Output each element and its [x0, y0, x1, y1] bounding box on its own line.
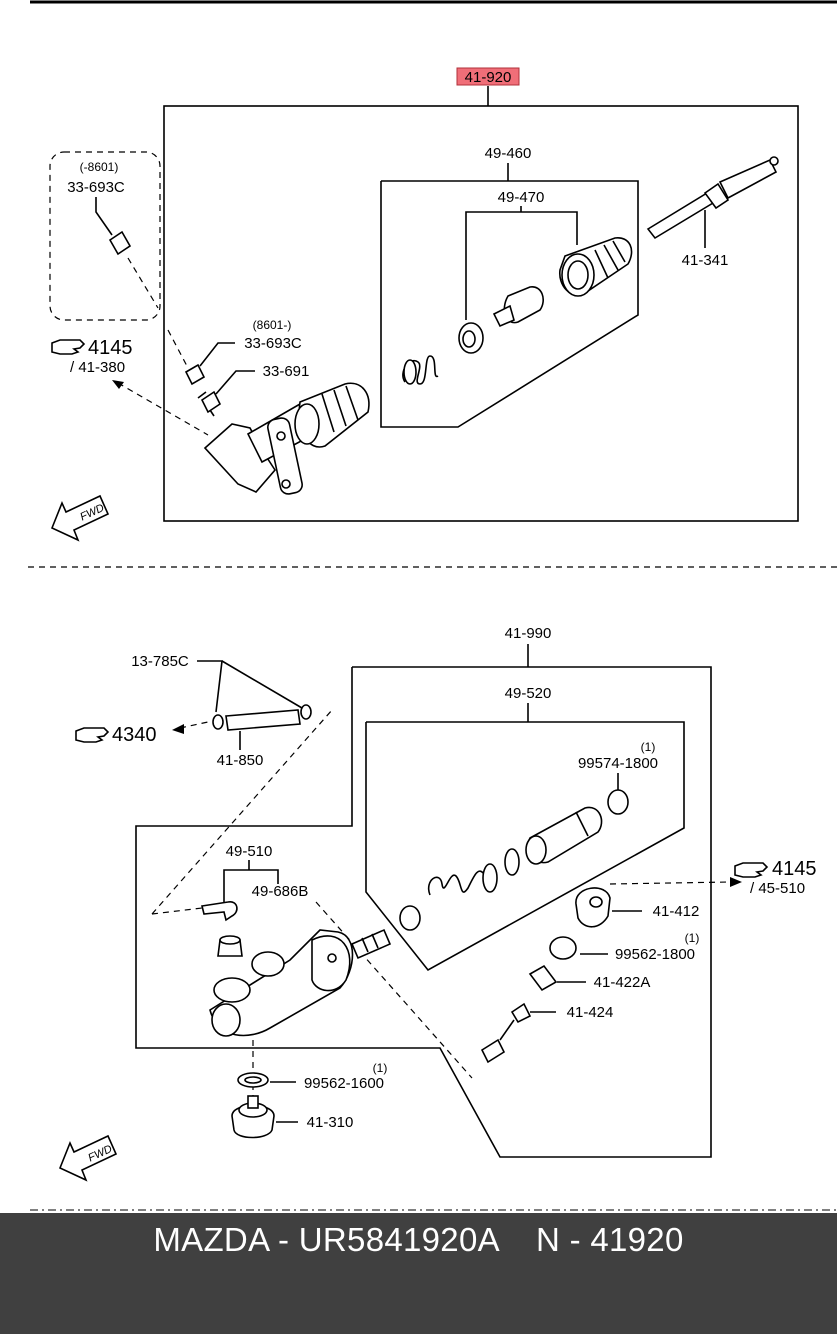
fwd-arrow-icon: FWD	[50, 494, 110, 542]
footer-part-number: MAZDA - UR5841920A N - 41920	[153, 1221, 684, 1258]
footer-bar: MAZDA - UR5841920A N - 41920	[0, 1213, 837, 1334]
cap-label[interactable]: 41-412	[653, 903, 700, 920]
parts-diagram: 41-920 49-460 49-470	[28, 0, 837, 1211]
lower-kit-frame	[365, 721, 685, 972]
rod-label[interactable]: 41-341	[682, 252, 729, 269]
ref-left-number[interactable]: 4340	[112, 724, 157, 746]
spring-seat	[399, 905, 421, 931]
seat-label[interactable]: 41-422A	[594, 974, 651, 991]
spring-lower	[427, 863, 498, 896]
upper-section: 41-920 49-460 49-470	[49, 67, 799, 542]
assembly-frame	[163, 105, 799, 522]
bolt-label[interactable]: 49-686B	[252, 883, 309, 900]
hand-pointer-icon-right	[734, 862, 769, 878]
boot-part	[559, 237, 633, 297]
oring-label[interactable]: 99562-1800	[615, 946, 695, 963]
kit-label[interactable]: 49-460	[485, 145, 532, 162]
reservoir-cap-label[interactable]: 41-310	[307, 1114, 354, 1131]
hand-pointer-icon-left	[75, 727, 110, 743]
bleeder-cap-small	[108, 230, 132, 256]
hose-label[interactable]: 41-850	[217, 752, 264, 769]
assembly-label[interactable]: 41-920	[465, 69, 512, 86]
oring-part	[549, 936, 577, 960]
qty-3: (1)	[373, 1061, 388, 1075]
push-rod-part	[646, 156, 779, 240]
lower-assembly-frame	[135, 666, 712, 1158]
qty-1: (1)	[641, 740, 656, 754]
note-box	[49, 151, 161, 321]
ref-right-arrowhead	[730, 877, 742, 887]
hand-pointer-icon	[51, 339, 86, 355]
bleeder-cap	[184, 363, 206, 386]
oil-pipe-fitting	[217, 935, 243, 957]
cup-seal-part	[458, 322, 484, 354]
washer-label[interactable]: 99562-1600	[304, 1075, 384, 1092]
ref-left-arrowhead	[172, 724, 184, 734]
note-mid-date: (8601-)	[253, 318, 292, 332]
piston-part	[492, 286, 544, 328]
cup-seal-lower	[504, 848, 520, 876]
release-cylinder-body	[203, 382, 370, 495]
kit-frame	[380, 180, 639, 428]
master-cylinder-body	[209, 928, 392, 1037]
bleeder-lower	[480, 1002, 532, 1064]
spring-part	[402, 355, 439, 385]
snap-ring-label[interactable]: 99574-1800	[578, 755, 658, 772]
ref-number[interactable]: 4145	[88, 337, 133, 359]
seal-set-label[interactable]: 49-470	[498, 189, 545, 206]
snap-ring	[607, 789, 629, 815]
note-left-part[interactable]: 33-693C	[67, 179, 125, 196]
clip-label[interactable]: 13-785C	[131, 653, 189, 670]
ref-sub[interactable]: / 41-380	[70, 359, 125, 376]
kit-label-lower[interactable]: 49-520	[505, 685, 552, 702]
bleeder-label-lower[interactable]: 41-424	[567, 1004, 614, 1021]
piston-lower	[525, 806, 603, 865]
note-mid-part[interactable]: 33-693C	[244, 335, 302, 352]
ref-right-number[interactable]: 4145	[772, 858, 817, 880]
qty-2: (1)	[685, 931, 700, 945]
assembly-label-lower[interactable]: 41-990	[505, 625, 552, 642]
assembly-label-highlight	[456, 67, 520, 86]
bleeder-label[interactable]: 33-691	[263, 363, 310, 380]
joint-part	[201, 901, 238, 922]
reservoir-cap-small	[575, 887, 611, 928]
bleeder-screw	[197, 390, 222, 417]
lower-section: 41-990 49-520 13-785C 41-850 4340 (1) 99…	[30, 625, 837, 1211]
fwd-arrow-icon-lower: FWD	[58, 1134, 118, 1182]
note-left-date: (-8601)	[80, 160, 119, 174]
ref-arrowhead	[112, 380, 124, 389]
joint-label[interactable]: 49-510	[226, 843, 273, 860]
ref-right-sub[interactable]: / 45-510	[750, 880, 805, 897]
reservoir-cap-large	[231, 1095, 275, 1139]
hose-part	[212, 704, 312, 731]
valve-seat	[528, 964, 558, 992]
